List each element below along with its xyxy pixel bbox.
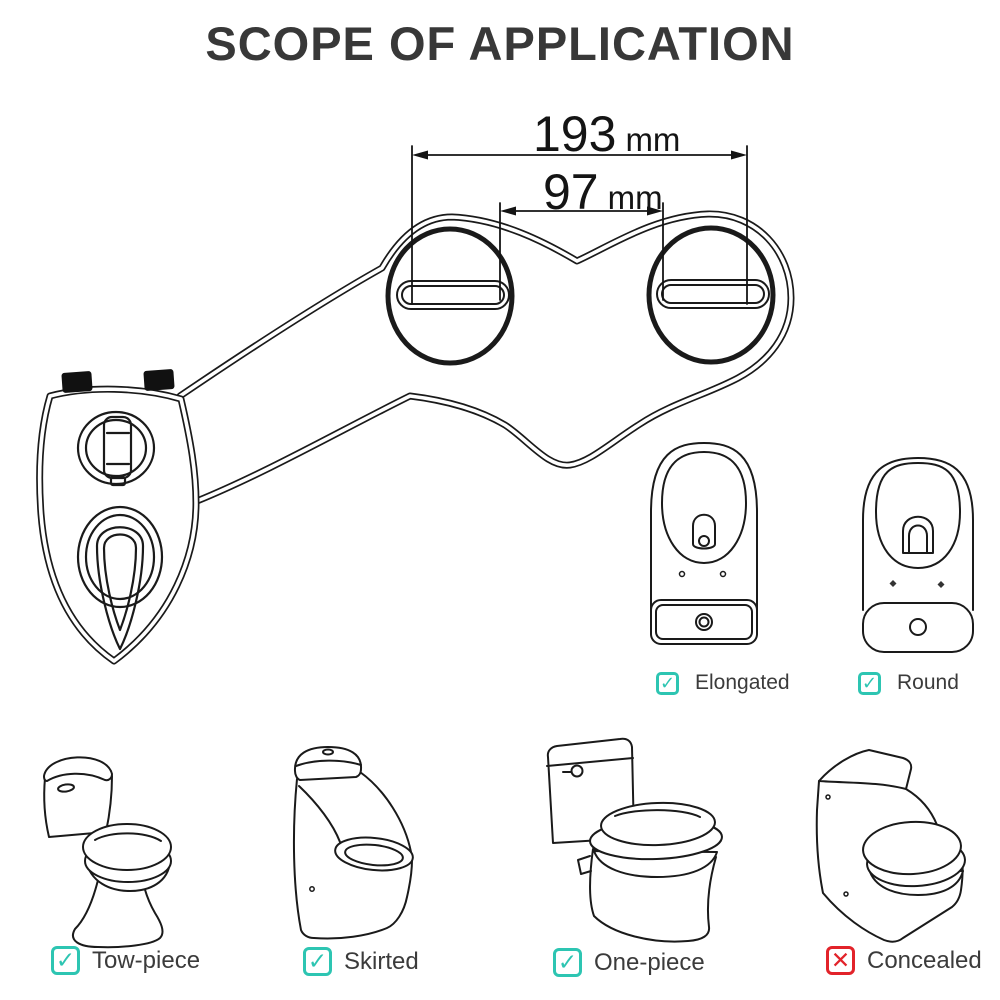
dimension-annotations: [411, 145, 748, 305]
dimension-unit: mm: [625, 121, 681, 158]
bidet-attachment-drawing: [36, 210, 795, 665]
two-piece-toilet-drawing: [43, 756, 172, 949]
toilet-type-label: Concealed: [867, 946, 982, 974]
control-head-outline: [36, 385, 200, 665]
right-mounting-hole: [646, 225, 776, 365]
elongated-seat-drawing: [650, 442, 758, 645]
check-icon: ✓: [861, 673, 878, 693]
dimension-line-97mm: [499, 202, 664, 301]
mounting-holes: [385, 225, 776, 366]
bidet-plate-outline: [176, 210, 795, 505]
spray-adjust-ring: [76, 410, 156, 487]
dimension-line-193mm: [411, 145, 748, 305]
mounting-clips: [61, 369, 175, 393]
check-icon: ✓: [557, 949, 578, 975]
dimension-unit: mm: [607, 179, 663, 216]
dimension-value: 193: [533, 106, 617, 162]
checkbox-checked: ✓: [51, 946, 80, 975]
dimension-value: 97: [543, 164, 599, 220]
dimension-label-inner: 97 mm: [543, 167, 663, 217]
nozzle-shape: [692, 513, 716, 550]
page-title: SCOPE OF APPLICATION: [205, 17, 795, 70]
toilet-type-one-piece: ✓ One-piece: [553, 948, 705, 977]
seat-type-label: Elongated: [695, 671, 790, 694]
check-icon: ✓: [659, 673, 676, 693]
cross-icon: ✕: [830, 947, 851, 973]
concealed-toilet-drawing: [815, 749, 966, 943]
checkbox-checked: ✓: [303, 947, 332, 976]
water-pressure-dial: [76, 505, 164, 651]
check-icon: ✓: [55, 947, 76, 973]
dimension-label-outer: 193 mm: [533, 109, 680, 159]
one-piece-toilet-drawing: [546, 737, 723, 943]
toilet-type-label: Skirted: [344, 947, 419, 975]
toilet-type-two-piece: ✓ Tow-piece: [51, 946, 200, 975]
toilet-type-label: Tow-piece: [92, 946, 201, 974]
toilet-type-skirted: ✓ Skirted: [303, 947, 419, 976]
skirted-toilet-drawing: [292, 746, 414, 940]
nozzle-shape: [902, 515, 934, 554]
checkbox-checked: ✓: [656, 671, 679, 695]
seat-type-label: Round: [897, 671, 959, 694]
checkbox-checked: ✓: [858, 671, 881, 695]
left-mounting-hole: [385, 226, 515, 366]
checkbox-crossed: ✕: [826, 946, 855, 975]
round-seat-drawing: [862, 457, 974, 653]
seat-type-elongated: ✓ Elongated: [656, 671, 790, 695]
seat-type-round: ✓ Round: [858, 671, 959, 695]
toilet-type-label: One-piece: [594, 948, 705, 976]
toilet-type-concealed: ✕ Concealed: [826, 946, 982, 975]
check-icon: ✓: [307, 948, 328, 974]
checkbox-checked: ✓: [553, 948, 582, 977]
